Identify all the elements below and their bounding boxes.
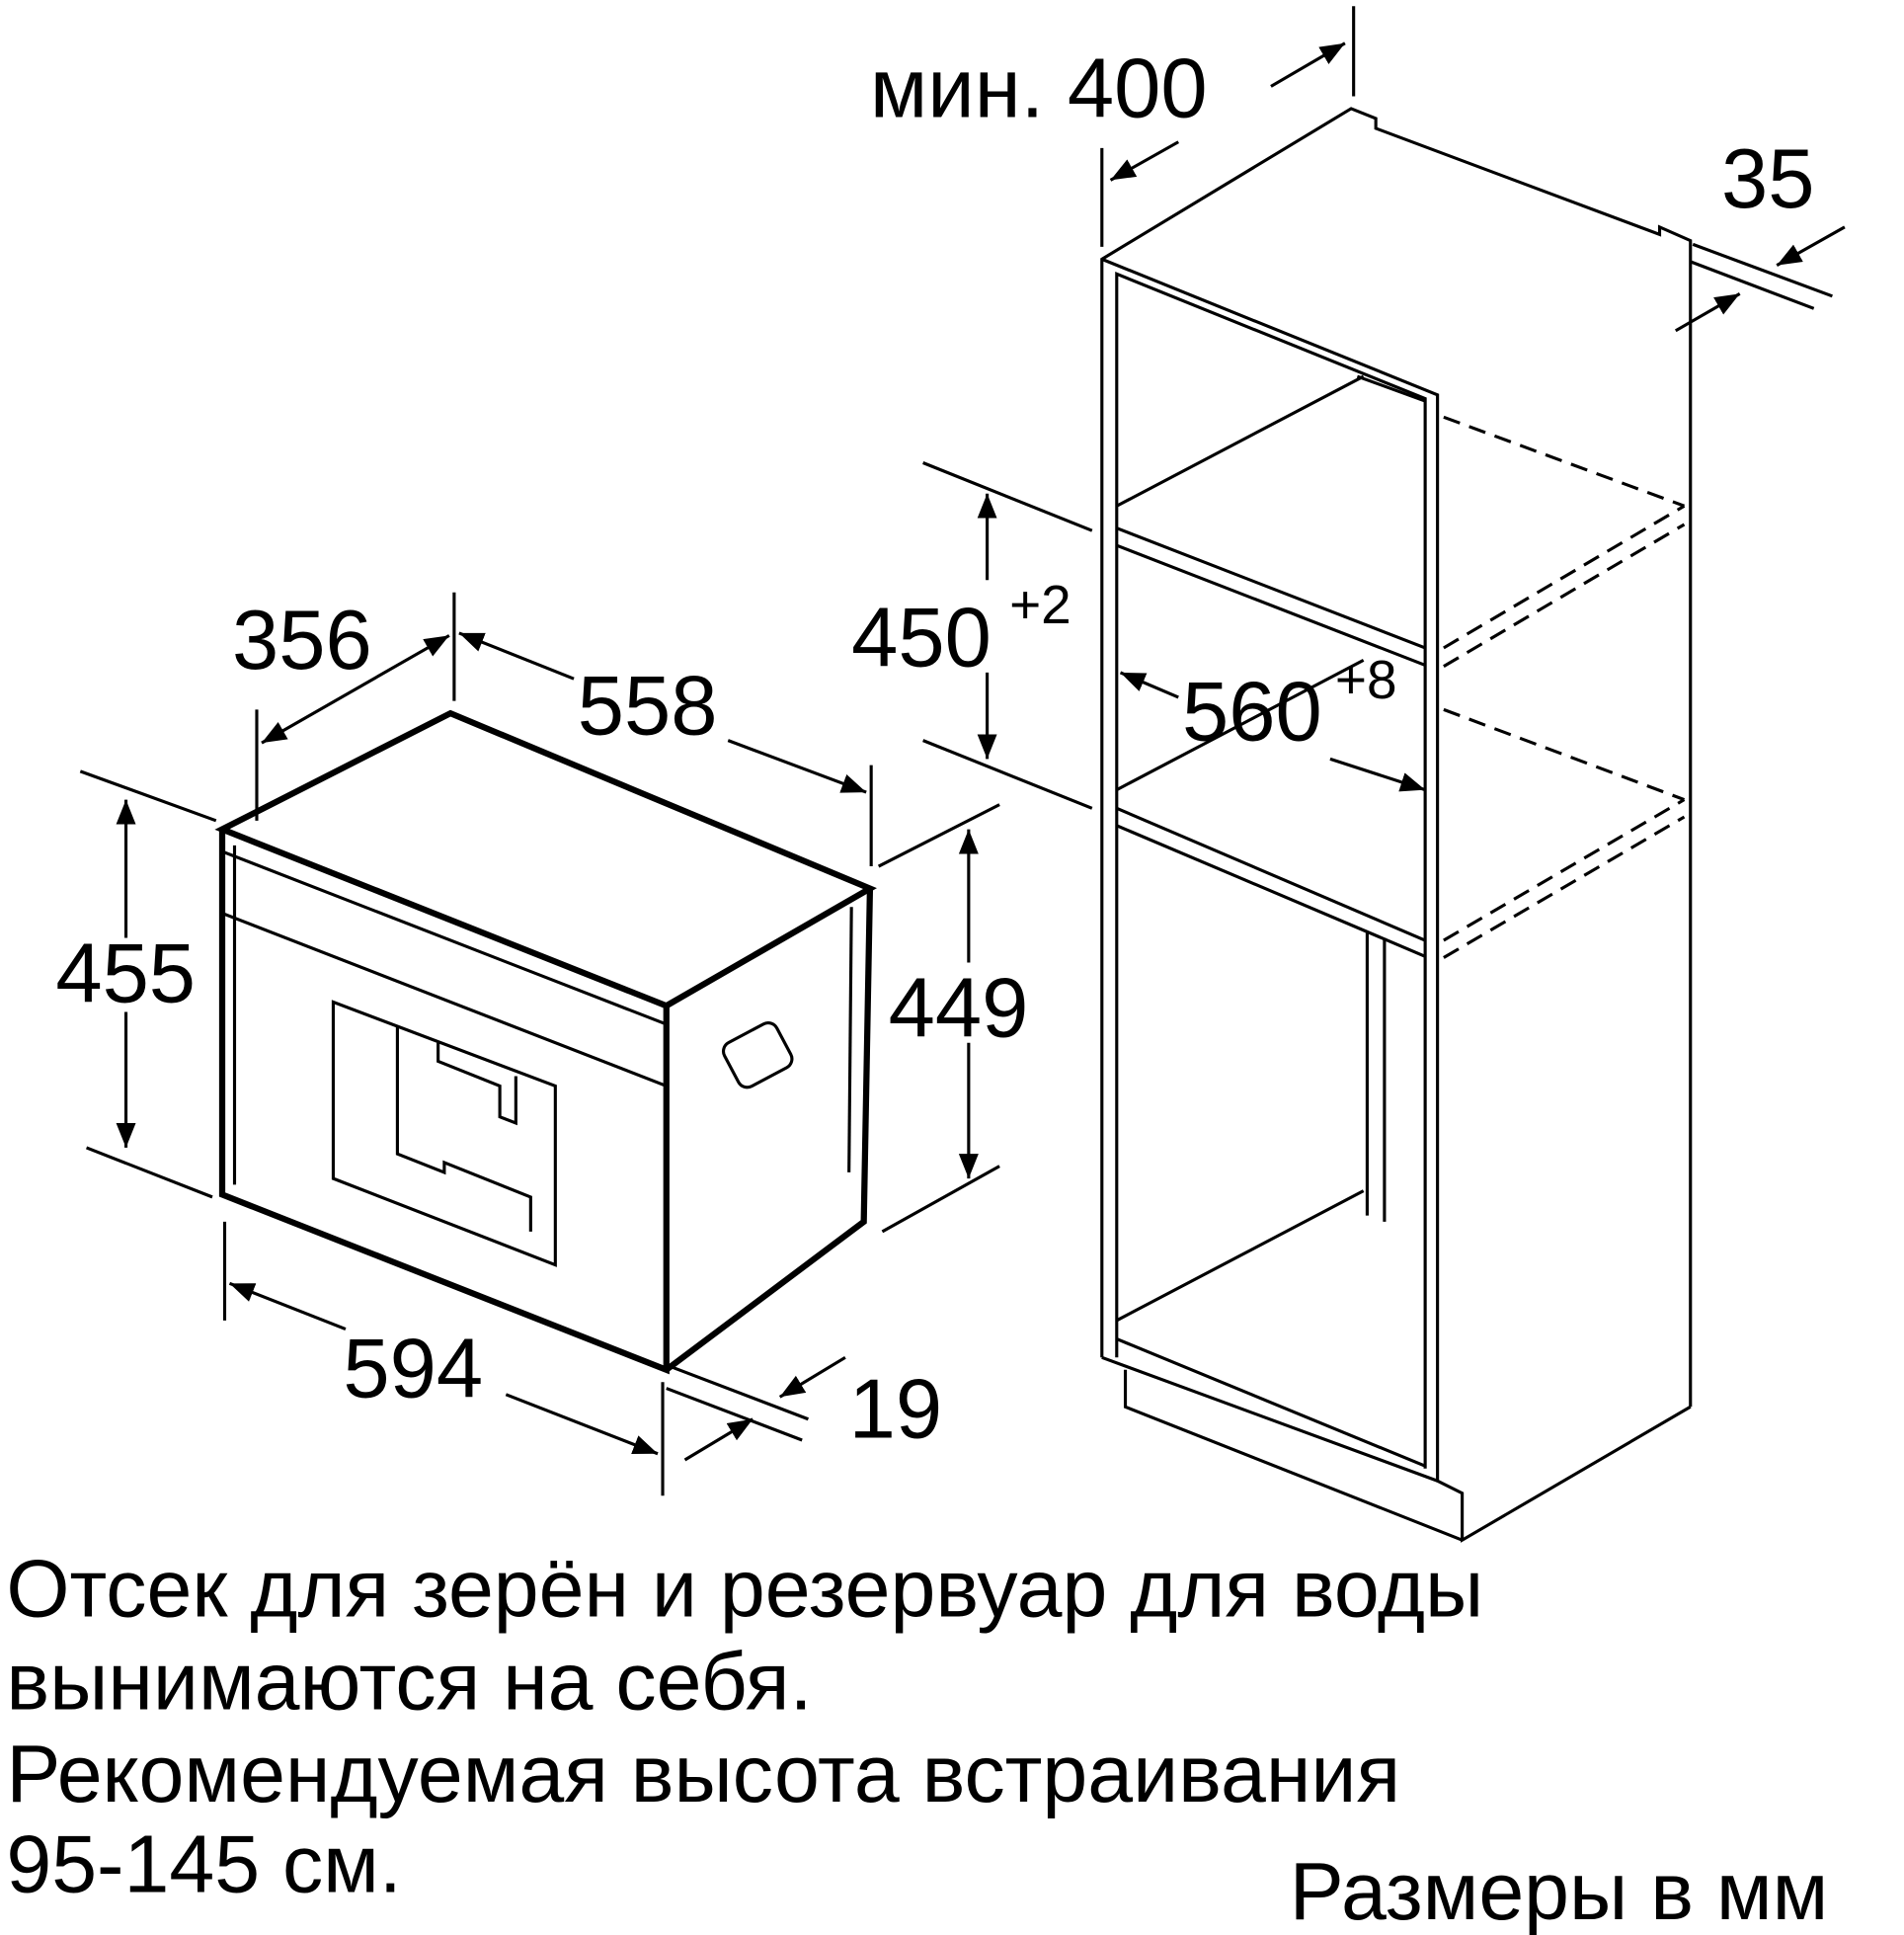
- label-niche-width-tol: +8: [1335, 649, 1397, 710]
- label-niche-height: 450: [851, 592, 992, 685]
- label-niche-width: 560: [1182, 666, 1322, 760]
- label-depth: 356: [232, 594, 372, 687]
- cabinet-dimensions: [922, 6, 1846, 810]
- label-panel-thickness: 35: [1721, 132, 1814, 226]
- note-line-3: Рекомендуемая высота встраивания: [6, 1729, 1400, 1819]
- note-line-2: вынимаются на себя.: [6, 1636, 812, 1727]
- note-line-1: Отсек для зерён и резервуар для воды: [6, 1544, 1483, 1635]
- label-front-width: 594: [343, 1322, 483, 1415]
- appliance-dimensions: [79, 592, 1000, 1496]
- label-min-depth: мин. 400: [870, 42, 1208, 136]
- label-body-height: 449: [889, 961, 1029, 1055]
- units-label: Размеры в мм: [1290, 1846, 1829, 1935]
- label-niche-height-tol: +2: [1009, 574, 1071, 635]
- label-front-thickness: 19: [849, 1363, 942, 1457]
- label-front-height: 455: [55, 927, 196, 1020]
- note-line-4: 95-145 см.: [6, 1818, 401, 1909]
- cabinet: [1100, 107, 1693, 1543]
- label-width-top: 558: [578, 659, 718, 753]
- coffee-machine: [214, 709, 877, 1375]
